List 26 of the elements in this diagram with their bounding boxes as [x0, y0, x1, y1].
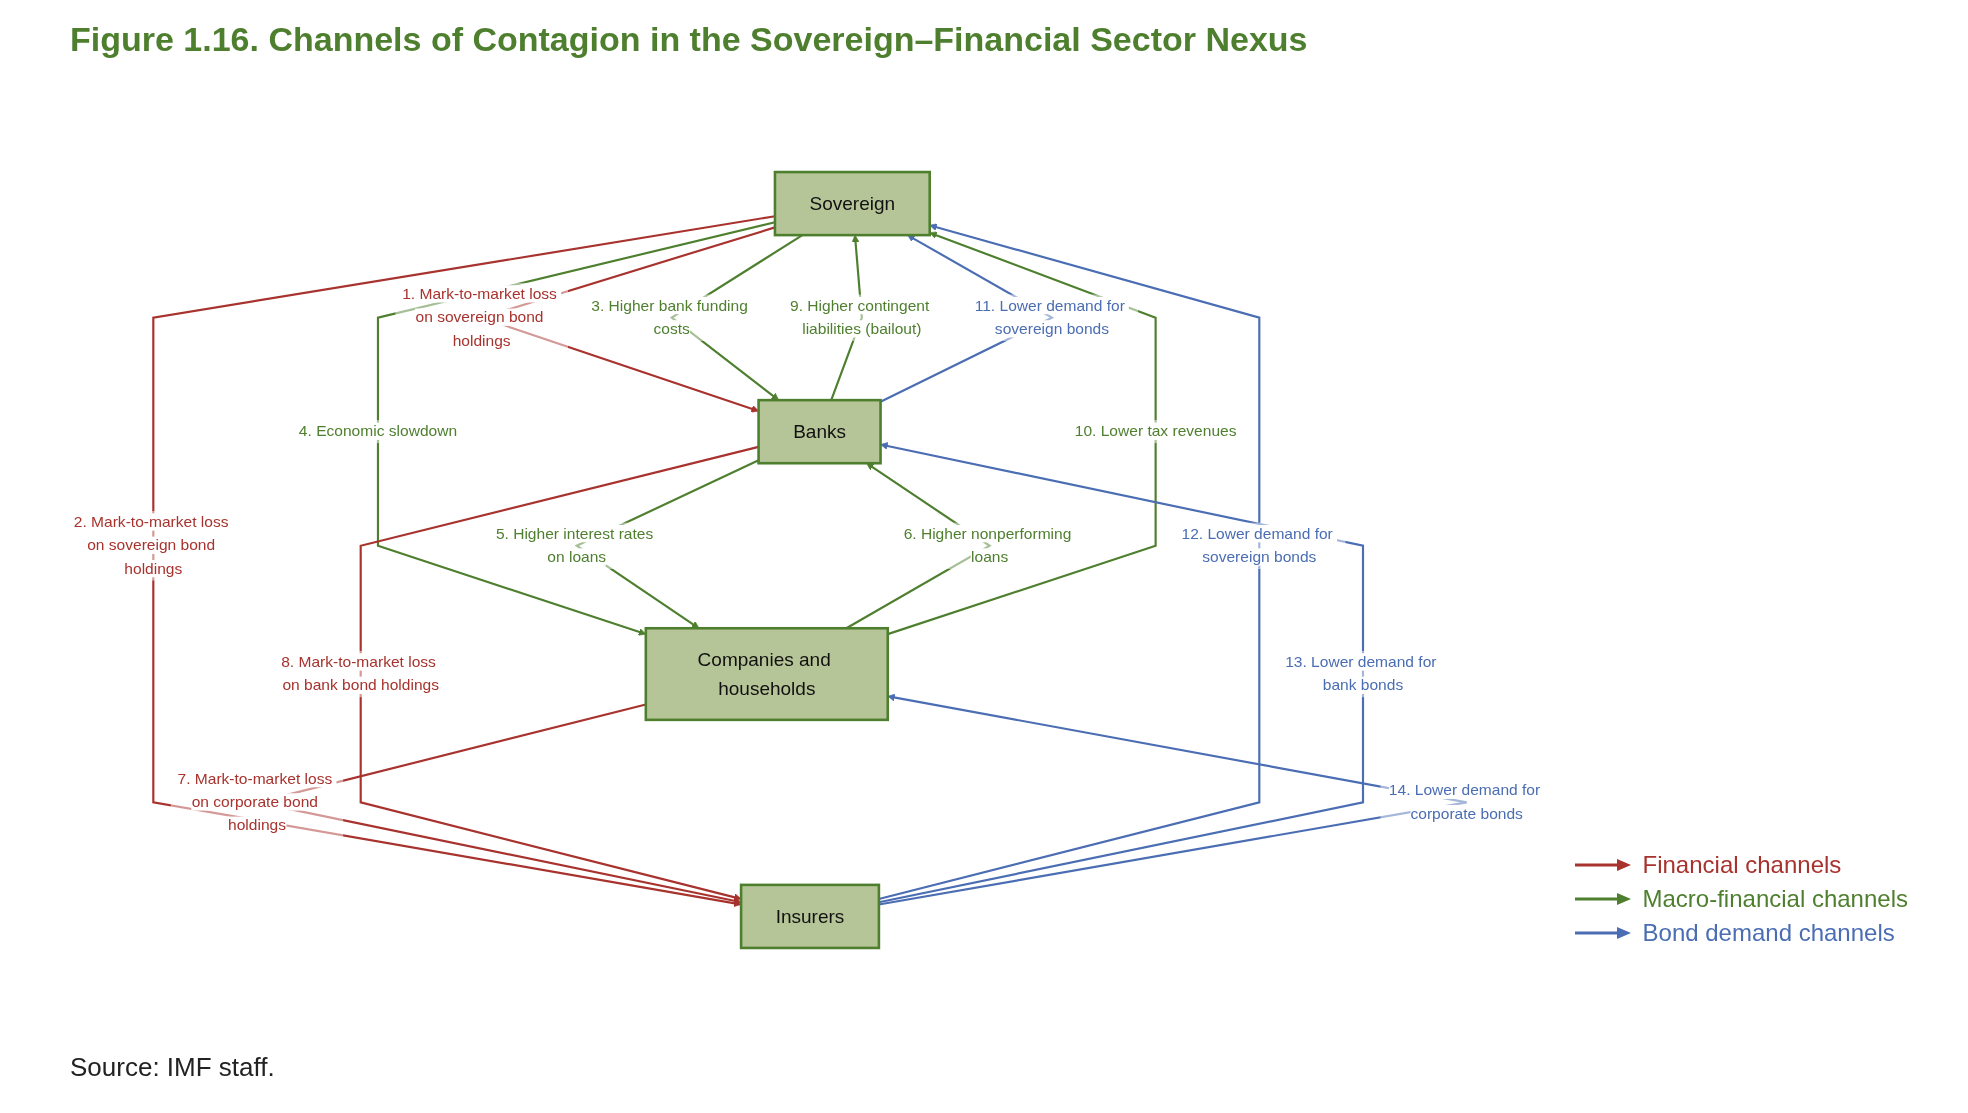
edge-label: 4. Economic slowdown [298, 422, 458, 440]
node-box: Insurers [739, 883, 881, 950]
node-box: Banks [757, 398, 882, 465]
edge-label: 1. Mark-to-market loss on sovereign bond holdings [402, 285, 557, 350]
edge-label: 9. Higher contingent liabilities (bailout) [790, 296, 930, 338]
edge-label: 11. Lower demand for sovereign bonds [974, 296, 1125, 338]
edge-label: 14. Lower demand for corporate bonds [1388, 781, 1541, 823]
arrow [878, 693, 1468, 906]
arrow [878, 442, 1365, 904]
edge-label: 8. Mark-to-market loss on bank bond holdings [281, 653, 439, 694]
source-note: Source: IMF staff. [70, 1052, 275, 1083]
edge-label: 6. Higher nonperforming loans [903, 525, 1072, 566]
edge-label: 12. Lower demand for sovereign bonds [1181, 525, 1333, 566]
legend-label: Financial channels [1642, 851, 1842, 879]
edge-label: 5. Higher interest rates on loans [495, 525, 654, 566]
figure-title: Figure 1.16. Channels of Contagion in the Sovereign–Financial Sector Nexus [70, 20, 1308, 59]
legend-label: Macro-financial channels [1642, 885, 1908, 913]
edge-label: 13. Lower demand for bank bonds [1285, 653, 1437, 694]
edge-label: 3. Higher bank funding costs [591, 296, 748, 338]
node-box: Sovereign [773, 170, 931, 237]
edge-label: 2. Mark-to-market loss on sovereign bond holdings [73, 513, 229, 578]
edge-label: 7. Mark-to-market loss on corporate bond holdings [177, 769, 333, 834]
legend-label: Bond demand channels [1642, 919, 1895, 947]
edge-label: 10. Lower tax revenues [1074, 422, 1237, 440]
arrow [887, 231, 1157, 636]
node-box: Companies and households [644, 626, 890, 722]
